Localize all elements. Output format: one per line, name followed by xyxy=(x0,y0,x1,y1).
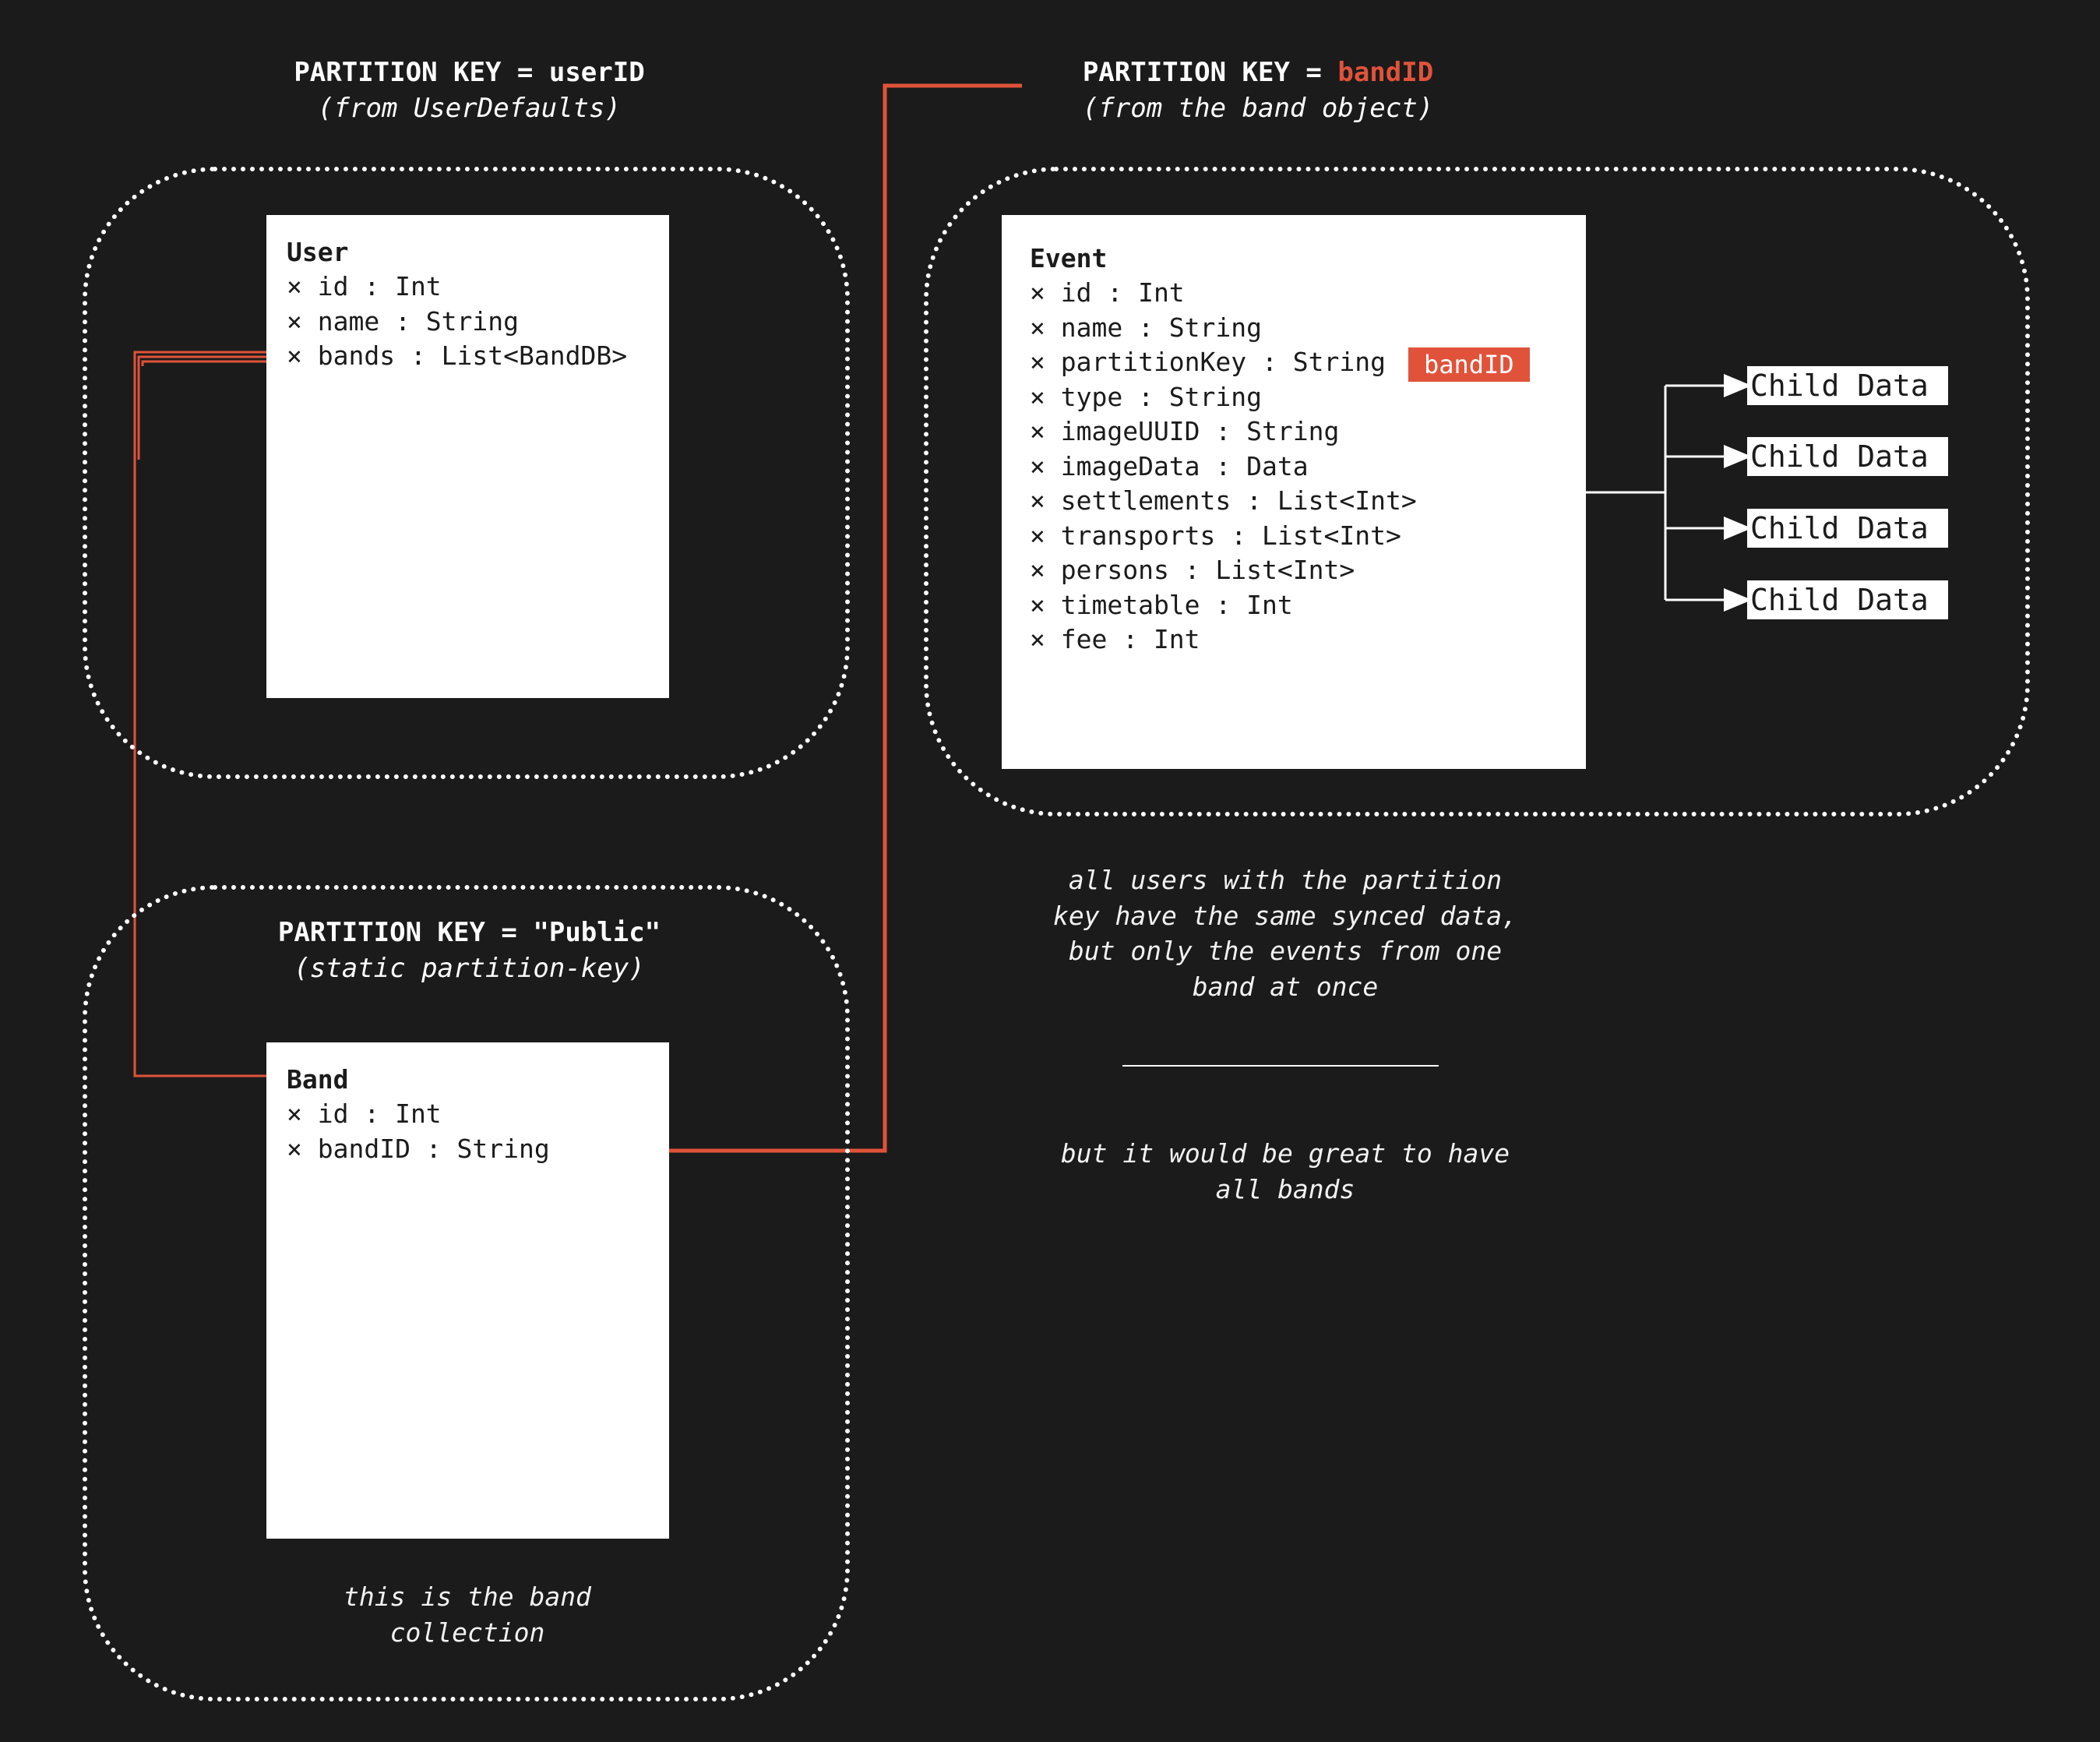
child-data-box-4[interactable]: Child Data xyxy=(1747,580,1948,619)
band-partition-region xyxy=(924,167,2030,816)
public-partition-subtitle: (static partition-key) xyxy=(294,953,645,984)
band-partition-header: PARTITION KEY = bandID (from the band ob… xyxy=(1005,55,1511,126)
public-partition-key-label: PARTITION KEY = "Public" xyxy=(277,917,661,948)
event-field-imageuuid: × imageUUID : String xyxy=(1030,416,1340,446)
user-entity-card[interactable]: User × id : Int × name : String × bands … xyxy=(266,215,669,698)
child-data-box-1[interactable]: Child Data xyxy=(1747,366,1948,405)
band-entity-title: Band xyxy=(287,1064,349,1095)
user-partition-subtitle: (from UserDefaults) xyxy=(318,93,621,124)
user-partition-key-label: PARTITION KEY = userID xyxy=(294,57,645,88)
event-field-id: × id : Int xyxy=(1030,277,1185,308)
sync-explanation-note: all users with the partition key have th… xyxy=(1052,865,1518,1002)
wish-note: but it would be great to have all bands xyxy=(1060,1138,1510,1204)
event-children-tree xyxy=(1586,374,1752,612)
user-field-id: × id : Int xyxy=(287,271,442,302)
user-partition-region xyxy=(83,167,850,779)
band-collection-note: this is the band collection xyxy=(344,1582,591,1648)
user-partition-header: PARTITION KEY = userID (from UserDefault… xyxy=(218,55,721,126)
event-field-transports: × transports : List<Int> xyxy=(1030,520,1401,551)
band-partition-key-value: bandID xyxy=(1337,57,1434,88)
event-field-persons: × persons : List<Int> xyxy=(1030,555,1355,585)
user-entity-title: User xyxy=(287,237,349,267)
event-field-type: × type : String xyxy=(1030,381,1263,412)
event-field-fee: × fee : Int xyxy=(1030,624,1200,654)
partition-key-badge: bandID xyxy=(1408,347,1530,382)
public-partition-header: PARTITION KEY = "Public" (static partiti… xyxy=(218,915,721,986)
band-field-id: × id : Int xyxy=(287,1098,442,1129)
band-field-bandid: × bandID : String xyxy=(287,1133,550,1164)
child-data-box-2[interactable]: Child Data xyxy=(1747,437,1948,476)
band-partition-key-label: PARTITION KEY = bandID xyxy=(1005,55,1511,90)
band-partition-subtitle: (from the band object) xyxy=(1082,93,1434,124)
event-field-timetable: × timetable : Int xyxy=(1030,589,1293,620)
event-entity-title: Event xyxy=(1030,243,1108,273)
band-entity-card[interactable]: Band × id : Int × bandID : String xyxy=(266,1042,669,1539)
bandid-partition-link-line xyxy=(572,83,1022,1153)
public-partition-region xyxy=(83,885,850,1701)
user-field-bands: × bands : List<BandDB> xyxy=(287,340,628,371)
event-entity-card[interactable]: Event × id : Int × name : String × parti… xyxy=(1002,215,1586,769)
child-data-box-3[interactable]: Child Data xyxy=(1747,509,1948,548)
event-field-imagedata: × imageData : Data xyxy=(1030,450,1309,481)
user-field-name: × name : String xyxy=(287,305,520,337)
event-field-partitionkey: × partitionKey : String xyxy=(1030,347,1386,377)
band-partition-key-prefix: PARTITION KEY = xyxy=(1082,57,1338,88)
event-field-settlements: × settlements : List<Int> xyxy=(1030,485,1417,516)
event-field-name: × name : String xyxy=(1030,312,1263,343)
